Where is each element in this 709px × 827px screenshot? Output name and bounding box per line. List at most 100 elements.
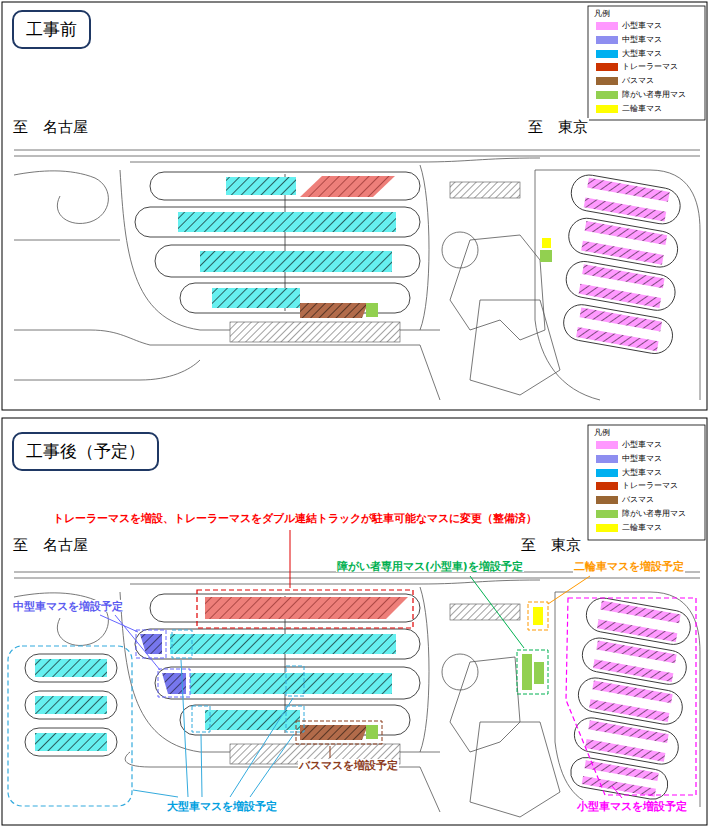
legend-row: 中型車マス [596,454,662,465]
legend-swatch [596,455,618,463]
legend-text: バスマス [622,76,654,85]
callout-text: トレーラーマスを増設、トレーラーマスをダブル連結トラックが駐車可能なマスに変更（… [52,512,538,525]
direction-label: 至 東京 [527,118,589,136]
bus-area-outline [296,721,382,744]
small-car-stalls [589,699,669,722]
callout-text: バスマスを増設予定 [298,759,399,771]
small-car-stalls [600,601,680,624]
callout-text: 中型車マスを増設予定 [12,600,124,613]
large-area-outline [286,706,304,732]
direction-label: 至 東京 [520,536,582,554]
legend-row: トレーラーマス [596,481,678,492]
small-car-stalls [585,221,667,245]
road [14,240,200,380]
legend-text: 大型車マス [622,468,662,477]
callout-text: バスマスを増設予定 [298,759,399,772]
large-car-stalls [190,673,392,694]
small-car-stalls [596,641,676,664]
legend-text: トレーラーマス [622,62,678,71]
direction-label: 至 名古屋 [12,118,89,136]
legend-text: 障がい者専用マス [622,509,686,518]
building [230,322,400,342]
large-car-stalls [200,251,392,272]
trailer-stalls [205,597,408,619]
parking-loop [576,675,685,727]
small-car-stalls [582,264,664,288]
legend-frame [588,425,705,540]
legend-swatch [596,105,618,113]
legend-row: バスマス [596,495,654,506]
legend-text: 大型車マス [622,49,662,58]
small-car-stalls [587,178,669,202]
small-car-stalls [580,307,662,331]
small-car-stalls [584,197,666,221]
leader-line [100,615,138,632]
direction-label: 至 東京 [520,536,582,554]
heading-box: 工事後（予定） [12,432,159,471]
large-car-stalls [212,288,300,308]
bus-stalls [300,303,368,318]
road [420,587,429,752]
legend-heading: 凡例 [593,9,611,18]
small-car-stalls [579,284,661,308]
road [555,592,700,807]
small-car-stalls [585,739,665,762]
legend-text: 二輪車マス [622,104,662,113]
car-park [546,172,698,356]
leader-line [250,734,294,797]
parking-island [25,691,117,719]
large-car-stalls [226,177,296,195]
leader-line [612,786,622,798]
panel-frame [2,2,707,410]
accessible-stalls [534,662,544,684]
legend-row: 二輪車マス [596,104,662,115]
direction-label: 至 名古屋 [12,536,89,554]
parking-loop [561,302,676,357]
parking-island [25,728,117,756]
legend-row: 大型車マス [596,49,662,60]
legend-heading: 凡例 [593,428,611,438]
medium-car-stalls [140,634,162,654]
motorcycle-stalls [542,238,551,248]
building [450,604,520,620]
accessible-area-outline [517,650,548,694]
small-area-outline [566,598,696,795]
legend-frame [588,6,705,120]
leader-line [548,576,590,604]
large-area-outline [192,706,210,732]
legend-text: 中型車マス [622,35,662,44]
callout-text: 大型車マスを増設予定 [166,800,278,813]
accessible-stalls [366,303,378,317]
legend-swatch [596,469,618,477]
leader-line [330,746,331,758]
parking-loop [584,595,693,647]
legend-swatch [596,496,618,504]
legend-row: トレーラーマス [596,62,678,73]
legend-row: 障がい者専用マス [596,509,686,520]
parking-loop [572,715,681,767]
direction-label: 至 名古屋 [12,118,89,136]
plan-before [14,150,700,400]
small-car-stalls [592,680,672,703]
roundabout [442,232,478,268]
callout-text: 二輪車マスを増設予定 [573,560,685,573]
medium-area-outline [136,630,166,658]
small-car-stalls [588,720,668,743]
heading-box: 工事前 [12,10,91,49]
trailer-stalls [300,176,395,197]
accessible-stalls [522,654,532,690]
large-car-stalls [178,212,396,232]
large-car-stalls [35,659,107,677]
legend-text: バスマス [622,495,654,504]
road [420,165,429,330]
legend-swatch [596,50,618,58]
legend-heading: 凡例 [593,428,611,437]
legend-text: 中型車マス [622,454,662,463]
legend-row: 中型車マス [596,35,662,46]
building [450,182,520,198]
legend-text: 障がい者専用マス [622,90,686,99]
building [470,722,560,817]
callout-text: 二輪車マスを増設予定 [573,560,685,573]
panel-frame [2,418,707,825]
legend-row: 小型車マス [596,440,662,451]
